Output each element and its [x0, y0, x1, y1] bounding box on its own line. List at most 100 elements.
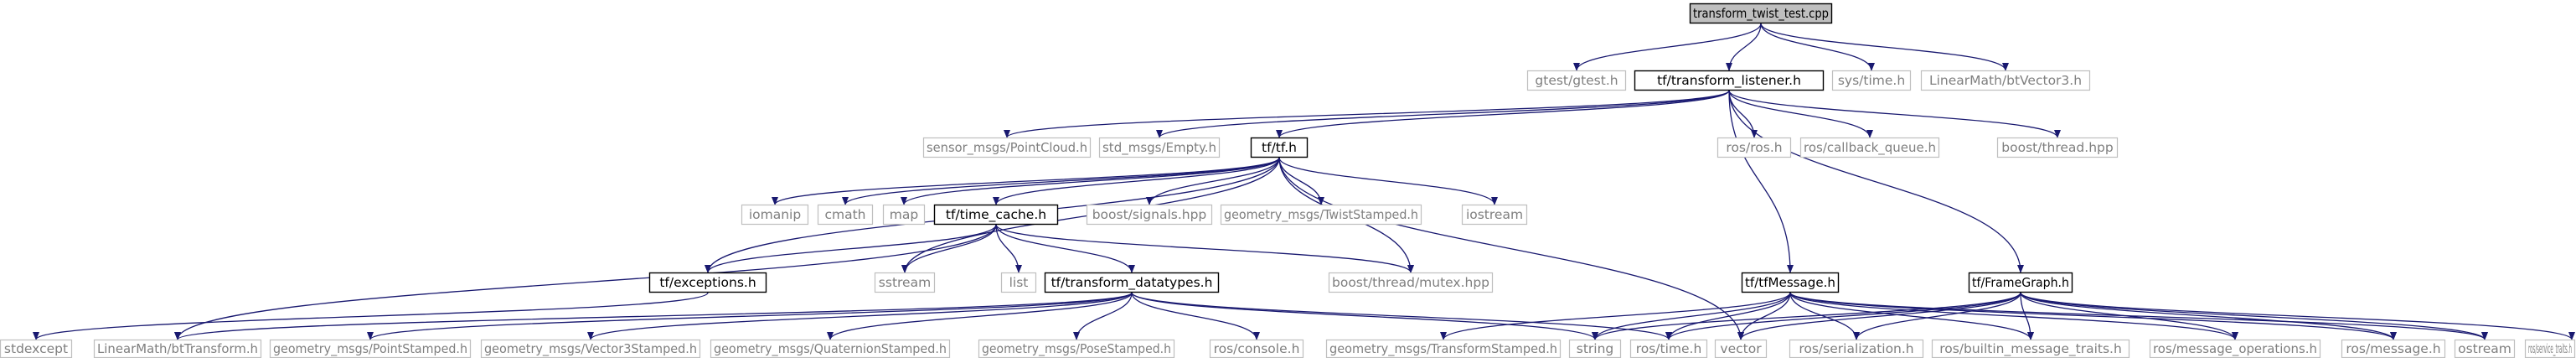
node-btvec: LinearMath/btVector3.h [1920, 70, 2091, 91]
edge-tfmsg-to-transformstamped [1440, 292, 1791, 340]
node-builtin: ros/builtin_message_traits.h [1931, 339, 2130, 358]
node-box [1044, 272, 1220, 293]
node-box [1086, 204, 1213, 226]
node-box [817, 204, 874, 226]
node-label: tf/transform_listener.h [1657, 73, 1801, 89]
edge-exceptions-to-stdexcept [33, 292, 709, 340]
edge-framegraph-to-vector [1737, 292, 2021, 340]
edge-framegraph-to-msgops [2020, 292, 2238, 340]
edge-framegraph-to-rostime [1665, 292, 2021, 340]
node-ostream: ostream [2454, 339, 2516, 358]
node-bttransform: LinearMath/btTransform.h [93, 339, 262, 358]
node-root[interactable]: transform_twist_test.cpp [1689, 3, 1833, 24]
node-msgops: ros/message_operations.h [2149, 339, 2321, 358]
node-box [1461, 204, 1528, 226]
node-exceptions[interactable]: tf/exceptions.h [648, 272, 767, 293]
edge-root-to-systime [1760, 23, 1875, 71]
node-box [1920, 70, 2091, 91]
node-transformstamped: geometry_msgs/TransformStamped.h [1325, 339, 1562, 358]
edge-listener-to-pointcloud [1004, 90, 1730, 138]
node-label: map [890, 207, 918, 222]
node-label: ros/message_operations.h [2153, 341, 2317, 357]
node-box [1716, 137, 1792, 158]
node-string: string [1568, 339, 1622, 358]
node-label: geometry_msgs/TwistStamped.h [1224, 207, 1418, 223]
node-label: sensor_msgs/PointCloud.h [927, 140, 1087, 156]
node-label: geometry_msgs/PointStamped.h [273, 341, 467, 357]
node-box [882, 204, 926, 226]
node-label: ros/callback_queue.h [1804, 140, 1936, 156]
node-box [1968, 272, 2073, 293]
edge-listener-to-tf [1276, 90, 1730, 138]
node-rosmsg: ros/message.h [2341, 339, 2446, 358]
node-label: tf/transform_datatypes.h [1051, 275, 1213, 291]
edge-framegraph-to-ostream [2020, 292, 2488, 340]
node-box [933, 204, 1059, 226]
node-vector: vector [1714, 339, 1768, 358]
node-pointstamped: geometry_msgs/PointStamped.h [269, 339, 472, 358]
node-label: ros/console.h [1214, 341, 1300, 356]
edge-listener-to-tfmsg [1728, 90, 1794, 273]
edge-datatypes-to-console [1131, 292, 1260, 340]
edge-datatypes-to-posestamped [1073, 292, 1133, 340]
node-label: gtest/gtest.h [1535, 73, 1618, 88]
edge-framegraph-to-rosmsg [2020, 292, 2397, 340]
edge-datatypes-to-string [1131, 292, 1598, 340]
node-datatypes[interactable]: tf/transform_datatypes.h [1044, 272, 1220, 293]
node-framegraph[interactable]: tf/FrameGraph.h [1968, 272, 2073, 293]
node-rostime: ros/time.h [1629, 339, 1708, 358]
node-label: geometry_msgs/PoseStamped.h [982, 341, 1171, 357]
node-box [1220, 204, 1422, 226]
node-label: tf/exceptions.h [659, 275, 756, 290]
node-box [922, 137, 1092, 158]
edge-listener-to-empty [1156, 90, 1730, 138]
node-servicetraits: ros/service_traits.h [2524, 339, 2576, 358]
node-systime: sys/time.h [1831, 70, 1912, 91]
edge-listener-to-framegraph [1728, 90, 2024, 273]
edge-tf-to-timecache [993, 157, 1280, 205]
node-label: ros/serialization.h [1799, 341, 1913, 356]
node-label: tf/tfMessage.h [1745, 275, 1835, 290]
node-cbq: ros/callback_queue.h [1799, 137, 1940, 158]
edge-root-to-btvec [1760, 23, 2009, 71]
node-tfmsg[interactable]: tf/tfMessage.h [1741, 272, 1840, 293]
edge-datatypes-to-vec3stamped [587, 292, 1133, 340]
node-listener[interactable]: tf/transform_listener.h [1634, 70, 1825, 91]
node-vec3stamped: geometry_msgs/Vector3Stamped.h [480, 339, 701, 358]
node-timecache[interactable]: tf/time_cache.h [933, 204, 1059, 226]
node-label: sstream [879, 275, 931, 290]
edge-timecache-to-bttransform [174, 224, 997, 340]
edge-tf-to-iostream [1278, 157, 1498, 205]
node-label: iomanip [749, 207, 801, 222]
node-label: boost/signals.hpp [1092, 207, 1207, 222]
edge-datatypes-to-pointstamped [367, 292, 1133, 340]
node-posestamped: geometry_msgs/PoseStamped.h [978, 339, 1175, 358]
node-tf[interactable]: tf/tf.h [1250, 137, 1309, 158]
node-cmath: cmath [817, 204, 874, 226]
node-quatstamped: geometry_msgs/QuaternionStamped.h [710, 339, 951, 358]
node-label: tf/FrameGraph.h [1972, 275, 2069, 290]
edge-datatypes-to-bttransform [174, 292, 1133, 340]
node-box [1250, 137, 1309, 158]
edge-tfmsg-to-msgops [1789, 292, 2238, 340]
edge-tf-to-iomanip [772, 157, 1280, 205]
edge-tf-to-map [901, 157, 1280, 205]
edge-tfmsg-to-rostime [1665, 292, 1791, 340]
edge-tf-to-vector [1278, 157, 1744, 340]
node-box [1741, 272, 1840, 293]
node-iostream: iostream [1461, 204, 1528, 226]
edge-tfmsg-to-string [1592, 292, 1791, 340]
node-box [874, 272, 936, 293]
node-label: tf/time_cache.h [946, 207, 1046, 223]
node-label: list [1009, 275, 1029, 290]
node-label: cmath [824, 207, 865, 222]
edge-datatypes-to-rostime [1131, 292, 1672, 340]
node-sstream: sstream [874, 272, 936, 293]
node-label: ros/builtin_message_traits.h [1939, 341, 2122, 357]
edge-timecache-to-mutex [995, 224, 1414, 273]
edge-root-to-listener [1726, 23, 1762, 71]
edge-root-to-gtest [1573, 23, 1762, 71]
node-empty: std_msgs/Empty.h [1098, 137, 1221, 158]
edge-timecache-to-list [995, 224, 1022, 273]
edge-tfmsg-to-ostream [1789, 292, 2488, 340]
